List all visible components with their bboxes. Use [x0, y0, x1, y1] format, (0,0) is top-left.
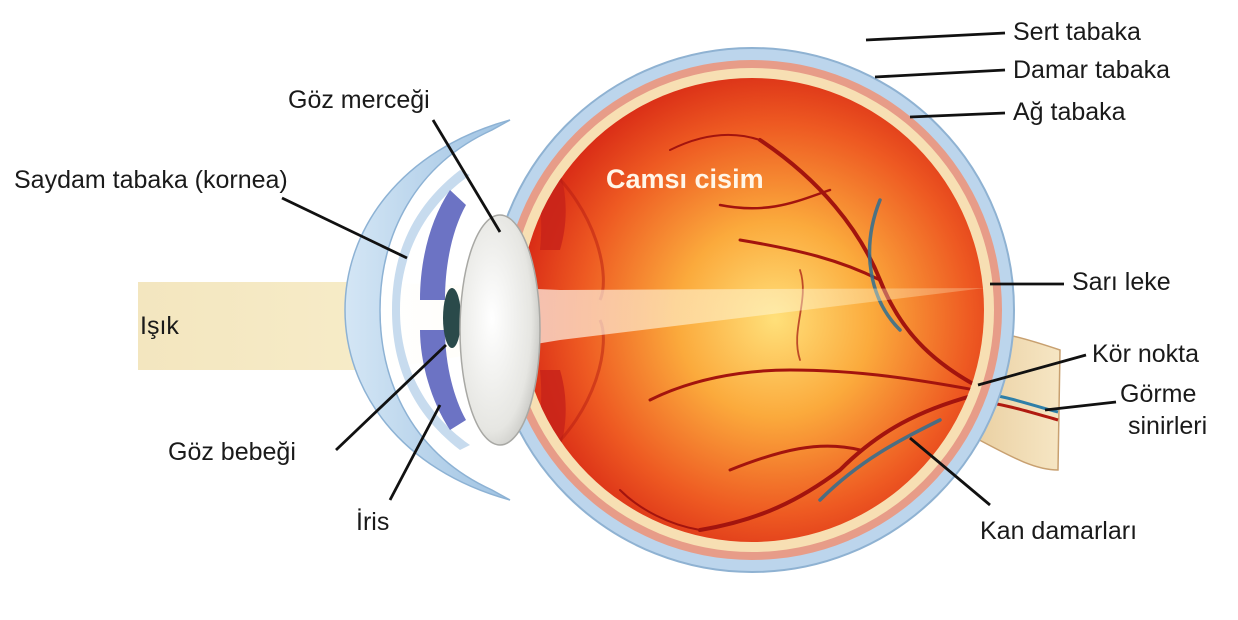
label-vitreous-body: Camsı cisim: [606, 164, 764, 194]
lens: [460, 215, 540, 445]
label-cornea: Saydam tabaka (kornea): [14, 166, 288, 194]
label-choroid: Damar tabaka: [1013, 56, 1170, 84]
label-blind-spot: Kör nokta: [1092, 340, 1199, 368]
label-iris: İris: [356, 508, 389, 536]
pupil: [443, 288, 461, 348]
label-optic-nerve-line2: sinirleri: [1128, 412, 1207, 440]
label-lens: Göz merceği: [288, 86, 430, 114]
label-sclera: Sert tabaka: [1013, 18, 1141, 46]
label-macula: Sarı leke: [1072, 268, 1171, 296]
label-optic-nerve-line1: Görme: [1120, 380, 1196, 408]
label-blood-vessels: Kan damarları: [980, 517, 1137, 545]
label-retina: Ağ tabaka: [1013, 98, 1126, 126]
label-light: Işık: [140, 312, 179, 340]
label-pupil: Göz bebeği: [168, 438, 296, 466]
